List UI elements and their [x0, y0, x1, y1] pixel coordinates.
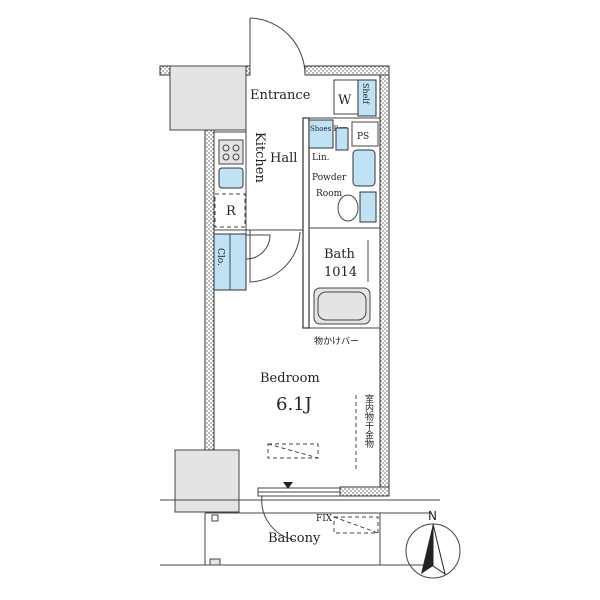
shoes-box	[308, 119, 334, 149]
powder-room-label-line2: Room	[316, 189, 343, 199]
bath-size-label: 1014	[324, 265, 357, 280]
washbasin	[352, 149, 376, 187]
pipe-space	[351, 121, 379, 147]
bathtub-inner	[317, 291, 367, 321]
pipe-space-label: PS	[357, 132, 369, 142]
closet	[213, 233, 247, 291]
kitchen-counter	[213, 131, 247, 231]
bedroom-door	[249, 230, 301, 283]
shelf-label: Shelf	[361, 83, 370, 105]
shoes-box-label: Shoes Box	[310, 125, 347, 133]
toilet-bowl	[337, 194, 359, 222]
hanging-bar-label: 物かけバー	[314, 335, 359, 347]
refrigerator-label: R	[226, 204, 237, 219]
indoor-drying-label: 室内物干金物	[363, 393, 374, 449]
bedroom-size-label: 6.1J	[276, 394, 312, 415]
shelf	[357, 79, 377, 117]
balcony	[160, 499, 440, 566]
entrance-label: Entrance	[250, 88, 311, 103]
laundry-tap	[335, 127, 349, 151]
exterior-column-bottom	[174, 449, 240, 513]
bath-label: Bath	[324, 247, 356, 262]
powder-room-label-line1: Powder	[312, 173, 347, 183]
bathtub	[313, 287, 371, 325]
north-label: N	[428, 509, 437, 523]
kitchen-label: Kitchen	[252, 132, 267, 183]
toilet	[359, 191, 377, 223]
balcony-label: Balcony	[268, 531, 321, 546]
washer-label: W	[338, 93, 352, 108]
north-arrow-icon	[405, 523, 461, 579]
hall-label: Hall	[270, 151, 297, 166]
balcony-window	[257, 482, 341, 541]
indoor-drying-hardware	[267, 443, 319, 459]
entrance-door	[249, 17, 306, 76]
fix-window-label: FIX	[316, 514, 333, 524]
closet-label: Clo.	[215, 248, 225, 266]
exterior-column-top	[169, 65, 247, 131]
bedroom-label: Bedroom	[260, 371, 320, 386]
linen-label: Lin.	[312, 153, 330, 163]
